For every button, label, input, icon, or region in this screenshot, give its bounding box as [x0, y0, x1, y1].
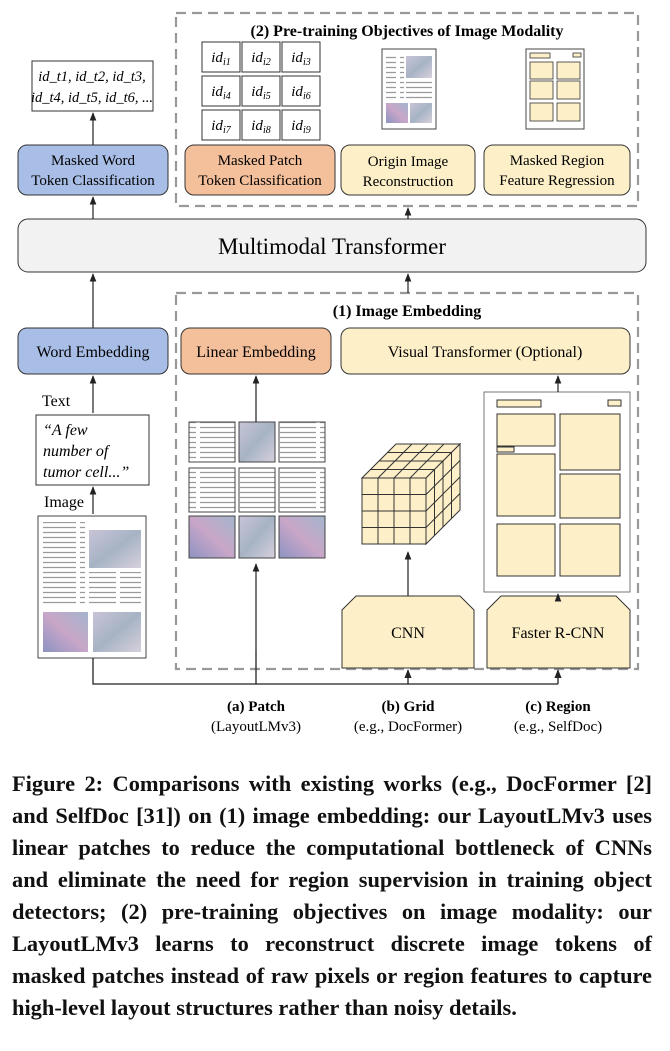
- text-sample-line-2: number of: [43, 443, 111, 460]
- masked-patch-token-classification-box: [184, 144, 336, 196]
- origin-image-reconstruction-line-1: Origin Image: [368, 154, 449, 170]
- reconstructed-document-thumbnail: [381, 48, 437, 130]
- pretraining-section-box: [174, 11, 640, 208]
- word-embedding-box: [17, 327, 169, 375]
- text-label: Text: [42, 393, 71, 410]
- visual-transformer-box: [340, 327, 631, 375]
- figure-caption: Figure 2: Comparisons with existing work…: [12, 771, 652, 1020]
- grid-method-label: (b) Grid: [382, 699, 436, 715]
- faster-rcnn-label: Faster R-CNN: [512, 625, 605, 642]
- patch-method-label: (a) Patch: [227, 699, 286, 715]
- multimodal-transformer-label: Multimodal Transformer: [218, 234, 446, 259]
- text-token-ids-line-2: id_t4, id_t5, id_t6, ...: [31, 90, 153, 106]
- masked-patch-token-classification-line-2: Token Classification: [198, 173, 322, 189]
- cnn-label: CNN: [391, 625, 425, 642]
- text-token-ids-line-1: id_t1, id_t2, id_t3,: [38, 69, 146, 85]
- visual-transformer-label: Visual Transformer (Optional): [388, 344, 583, 361]
- cnn-box: [341, 595, 475, 669]
- region-method-label: (c) Region: [525, 699, 591, 715]
- multimodal-transformer-box: [17, 218, 647, 273]
- faster-rcnn-box: [486, 595, 631, 669]
- masked-region-feature-regression-line-2: Feature Regression: [499, 173, 615, 189]
- masked-patch-token-classification-line-1: Masked Patch: [218, 153, 303, 169]
- region-layout-thumbnail: [525, 48, 585, 130]
- embedding-section-title: (1) Image Embedding: [333, 303, 481, 320]
- word-embedding-label: Word Embedding: [37, 344, 150, 361]
- image-patches-grid: [188, 421, 326, 559]
- grid-method-sub: (e.g., DocFormer): [354, 719, 462, 735]
- linear-embedding-box: [180, 327, 332, 375]
- cnn-feature-grid-cube: [360, 442, 462, 546]
- image-label: Image: [44, 494, 84, 511]
- linear-embedding-label: Linear Embedding: [196, 344, 316, 361]
- masked-word-token-classification-line-1: Masked Word: [51, 153, 135, 169]
- patch-token-ids-grid: idi1 idi2 idi3 idi4 idi5 idi6 idi7 idi8 …: [201, 41, 321, 141]
- region-method-sub: (e.g., SelfDoc): [514, 719, 602, 735]
- text-sample-box: [35, 414, 150, 486]
- origin-image-reconstruction-box: [340, 144, 476, 196]
- origin-image-reconstruction-line-2: Reconstruction: [363, 174, 454, 190]
- architecture-figure: (2) Pre-training Objectives of Image Mod…: [17, 11, 647, 735]
- masked-word-token-classification-line-2: Token Classification: [31, 173, 155, 189]
- embedding-section-box: [174, 291, 640, 671]
- text-token-ids-box: [31, 60, 154, 112]
- masked-region-feature-regression-line-1: Masked Region: [510, 153, 605, 169]
- pretraining-section-title: (2) Pre-training Objectives of Image Mod…: [251, 23, 564, 40]
- masked-region-feature-regression-box: [483, 144, 631, 196]
- text-sample-line-1: “A few: [43, 422, 88, 439]
- input-document-image: [37, 515, 147, 659]
- region-proposals-page: [483, 391, 631, 593]
- patch-method-sub: (LayoutLMv3): [211, 719, 301, 735]
- text-sample-line-3: tumor cell...”: [43, 464, 129, 481]
